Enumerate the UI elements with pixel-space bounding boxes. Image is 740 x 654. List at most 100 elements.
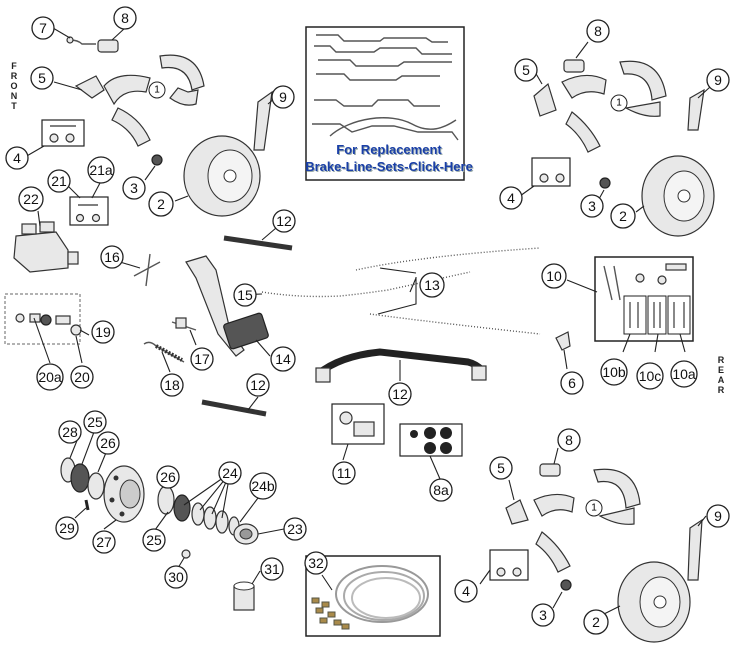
master-cylinder-part[interactable]	[13, 221, 79, 273]
callout-circle[interactable]	[246, 373, 270, 397]
parking-brake-lever-part[interactable]	[687, 88, 705, 131]
callout-circle[interactable]	[557, 428, 581, 452]
callout-circle[interactable]	[233, 283, 257, 307]
callout-14[interactable]: 14	[270, 346, 296, 372]
callout-circle[interactable]	[610, 203, 636, 229]
callout-4-br[interactable]: 4	[454, 579, 478, 603]
callout-4-tr[interactable]: 4	[499, 186, 523, 210]
brake-drum-part[interactable]	[641, 155, 715, 237]
seal-part[interactable]	[560, 579, 572, 591]
master-cylinder-hardware-part[interactable]	[69, 196, 109, 226]
return-spring-part[interactable]	[143, 341, 185, 363]
callout-circle[interactable]	[96, 431, 120, 455]
callout-18[interactable]: 18	[160, 373, 184, 397]
brake-hose-part[interactable]	[201, 399, 267, 417]
callout-circle[interactable]	[100, 245, 124, 269]
parking-brake-cable-part[interactable]	[355, 247, 541, 271]
callout-circle[interactable]	[218, 461, 242, 485]
hub-part[interactable]	[103, 465, 145, 523]
callout-29[interactable]: 29	[55, 516, 79, 540]
callout-circle[interactable]	[58, 420, 82, 444]
brake-shoe-part[interactable]	[533, 493, 575, 517]
callout-circle[interactable]	[560, 371, 584, 395]
callout-circle[interactable]	[271, 85, 295, 109]
callout-25-b[interactable]: 25	[142, 528, 166, 552]
callout-2-br[interactable]: 2	[583, 609, 609, 635]
bearing-part[interactable]	[70, 463, 90, 493]
callout-circle[interactable]	[636, 362, 664, 390]
bearing-nut-set-part[interactable]	[191, 502, 240, 536]
callout-circle[interactable]	[30, 66, 54, 90]
callout-circle[interactable]	[454, 579, 478, 603]
callout-12-b[interactable]: 12	[246, 373, 270, 397]
callout-circle[interactable]	[142, 528, 166, 552]
callout-circle[interactable]	[190, 347, 214, 371]
callout-circle[interactable]	[531, 603, 555, 627]
callout-circle[interactable]	[148, 191, 174, 217]
callout-12-a[interactable]: 12	[272, 209, 296, 233]
callout-circle[interactable]	[600, 358, 628, 386]
callout-circle[interactable]	[249, 472, 277, 500]
callout-27[interactable]: 27	[92, 530, 116, 554]
brake-line-roll-kit[interactable]	[305, 555, 441, 637]
callout-circle[interactable]	[70, 365, 94, 389]
callout-circle[interactable]	[514, 58, 538, 82]
callout-circle[interactable]	[419, 272, 445, 298]
callout-31[interactable]: 31	[260, 557, 284, 581]
callout-circle[interactable]	[36, 363, 64, 391]
callout-circle[interactable]	[5, 146, 29, 170]
callout-21a[interactable]: 21a	[87, 156, 115, 184]
callout-circle[interactable]	[113, 6, 137, 30]
brake-hose-part[interactable]	[223, 235, 293, 251]
hardware-kit-part[interactable]	[41, 119, 85, 147]
callout-circle[interactable]	[429, 478, 453, 502]
callout-9-tl[interactable]: 9	[271, 85, 295, 109]
parking-brake-cable-part[interactable]	[261, 271, 471, 298]
callout-24[interactable]: 24	[218, 461, 242, 485]
callout-21[interactable]: 21	[47, 169, 71, 193]
callout-circle[interactable]	[260, 557, 284, 581]
callout-3-tl[interactable]: 3	[122, 176, 146, 200]
callout-28[interactable]: 28	[58, 420, 82, 444]
callout-9-br[interactable]: 9	[706, 504, 730, 528]
adjuster-part[interactable]	[74, 75, 105, 99]
callout-2-tr[interactable]: 2	[610, 203, 636, 229]
callout-circle[interactable]	[499, 186, 523, 210]
brake-shoe-part[interactable]	[561, 74, 607, 99]
parking-brake-cable-part[interactable]	[369, 313, 541, 335]
callout-circle[interactable]	[47, 169, 71, 193]
bearing-cup-part[interactable]	[157, 485, 175, 515]
wheel-cylinder-part[interactable]	[97, 39, 119, 53]
callout-17[interactable]: 17	[190, 347, 214, 371]
adjuster-clip-part[interactable]	[555, 331, 571, 351]
parking-brake-lever-part[interactable]	[253, 90, 273, 151]
callout-2-tl[interactable]: 2	[148, 191, 174, 217]
callout-circle[interactable]	[83, 410, 107, 434]
callout-26-b[interactable]: 26	[156, 465, 180, 489]
brake-drum-part[interactable]	[183, 135, 261, 217]
callout-11[interactable]: 11	[332, 461, 356, 485]
brake-hose-fitting-part[interactable]	[69, 39, 96, 45]
callout-4-tl[interactable]: 4	[5, 146, 29, 170]
callout-circle[interactable]	[489, 456, 513, 480]
callout-8-tr[interactable]: 8	[586, 19, 610, 43]
callout-5-tl[interactable]: 5	[30, 66, 54, 90]
seal-part[interactable]	[599, 177, 611, 189]
callout-7-tl[interactable]: 7	[31, 16, 55, 40]
callout-19[interactable]: 19	[91, 320, 115, 344]
callout-circle[interactable]	[55, 516, 79, 540]
callout-24b[interactable]: 24b	[249, 472, 277, 500]
callout-5-br[interactable]: 5	[489, 456, 513, 480]
seal-part[interactable]	[151, 154, 163, 166]
callout-circle[interactable]	[160, 373, 184, 397]
callout-circle[interactable]	[92, 530, 116, 554]
callout-circle[interactable]	[122, 176, 146, 200]
rear-hardware-kit-group[interactable]	[594, 256, 694, 342]
callout-circle[interactable]	[91, 320, 115, 344]
bearing-cup-part[interactable]	[87, 472, 105, 500]
callout-26-a[interactable]: 26	[96, 431, 120, 455]
callout-circle[interactable]	[156, 465, 180, 489]
brake-drum-part[interactable]	[617, 561, 691, 643]
adjuster-part[interactable]	[505, 499, 529, 525]
bearing-part[interactable]	[173, 494, 191, 522]
